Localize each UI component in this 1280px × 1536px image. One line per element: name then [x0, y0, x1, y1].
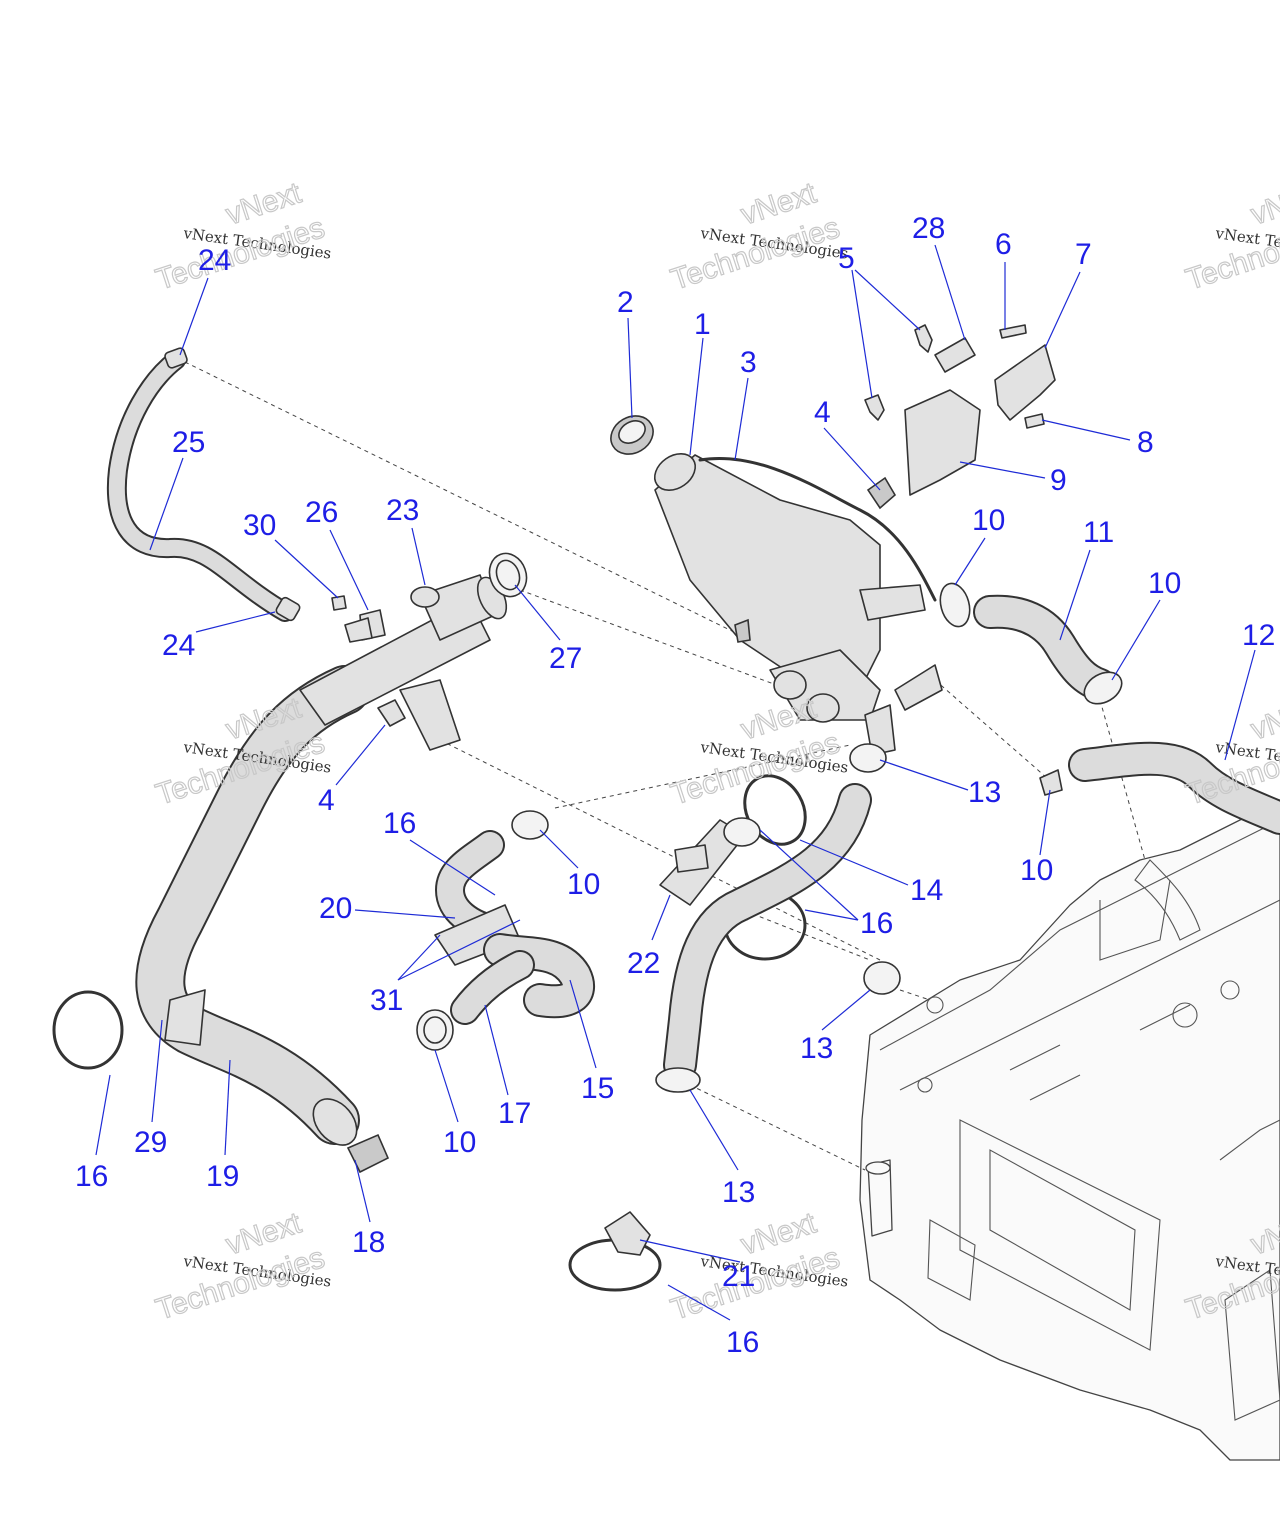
fitting-assembly	[416, 810, 595, 1051]
callout-7: 7	[1075, 238, 1092, 271]
callout-10-low: 10	[443, 1126, 476, 1159]
callout-13: 13	[968, 776, 1001, 809]
reservoir-cap	[610, 415, 654, 455]
watermark-bottom-center: vNext vNext Technologies Technologies	[666, 1206, 849, 1327]
callout-16-mid: 16	[383, 807, 416, 840]
callout-5: 5	[838, 242, 855, 275]
callout-20: 20	[319, 892, 352, 925]
clamp-27	[488, 552, 528, 598]
coolant-reservoir	[653, 453, 943, 756]
callout-23: 23	[386, 494, 419, 527]
callout-18: 18	[352, 1226, 385, 1259]
small-fasteners-left	[331, 595, 406, 727]
callout-14: 14	[910, 874, 943, 907]
callout-17: 17	[498, 1097, 531, 1130]
callout-29: 29	[134, 1126, 167, 1159]
upper-right-hose	[939, 582, 1123, 705]
watermark-top-left: vNext vNext Technologies Technologies	[151, 176, 332, 297]
leader-lines	[95, 244, 1256, 1321]
callout-3: 3	[740, 346, 757, 379]
callout-30: 30	[243, 509, 276, 542]
callout-24-bottom: 24	[162, 629, 195, 662]
main-lower-hose	[135, 665, 370, 1146]
callout-1: 1	[694, 308, 711, 341]
callout-2: 2	[617, 286, 634, 319]
callout-6: 6	[995, 228, 1012, 261]
callout-12: 12	[1242, 619, 1275, 652]
callout-8: 8	[1137, 426, 1154, 459]
bracket-hardware	[864, 324, 1056, 510]
callout-22: 22	[627, 947, 660, 980]
right-hose	[1039, 741, 1280, 835]
callout-13: 13	[722, 1176, 755, 1209]
callout-10-mid: 10	[567, 868, 600, 901]
callout-4-left: 4	[318, 784, 335, 817]
callout-11: 11	[1083, 516, 1114, 549]
callout-10: 10	[1148, 567, 1181, 600]
clamp-13-upper	[849, 743, 887, 773]
callout-15: 15	[581, 1072, 614, 1105]
callout-10: 10	[1020, 854, 1053, 887]
overflow-hose	[106, 347, 301, 622]
callout-27: 27	[549, 642, 582, 675]
callout-labels: 1 2 3 4 5 6 7 8 9 28 10 11 10 12 13 10 1…	[75, 212, 1275, 1359]
callout-21: 21	[722, 1260, 755, 1293]
watermark-line1: vNext	[1247, 691, 1280, 746]
middle-hoses	[655, 783, 872, 1093]
watermark-line1: vNext	[1247, 176, 1280, 231]
callout-26: 26	[305, 496, 338, 529]
callout-9: 9	[1050, 464, 1067, 497]
callout-4: 4	[814, 396, 831, 429]
callout-19: 19	[206, 1160, 239, 1193]
callout-16: 16	[726, 1326, 759, 1359]
callout-31: 31	[370, 984, 403, 1017]
callout-25: 25	[172, 426, 205, 459]
callout-10: 10	[972, 504, 1005, 537]
tee-fitting-21	[604, 1211, 651, 1256]
watermark-bottom-left: vNext vNext Technologies Technologies	[151, 1206, 332, 1327]
callout-16: 16	[860, 907, 893, 940]
clamp-13-mid	[863, 961, 901, 995]
watermark-top-right: vNext vNext Technologies Technologies	[1181, 176, 1280, 297]
watermark-top-center: vNext vNext Technologies Technologies	[666, 176, 849, 297]
callout-24-top: 24	[198, 244, 231, 277]
callout-13: 13	[800, 1032, 833, 1065]
callout-28: 28	[912, 212, 945, 245]
engine-block	[859, 799, 1280, 1461]
callout-16-left: 16	[75, 1160, 108, 1193]
